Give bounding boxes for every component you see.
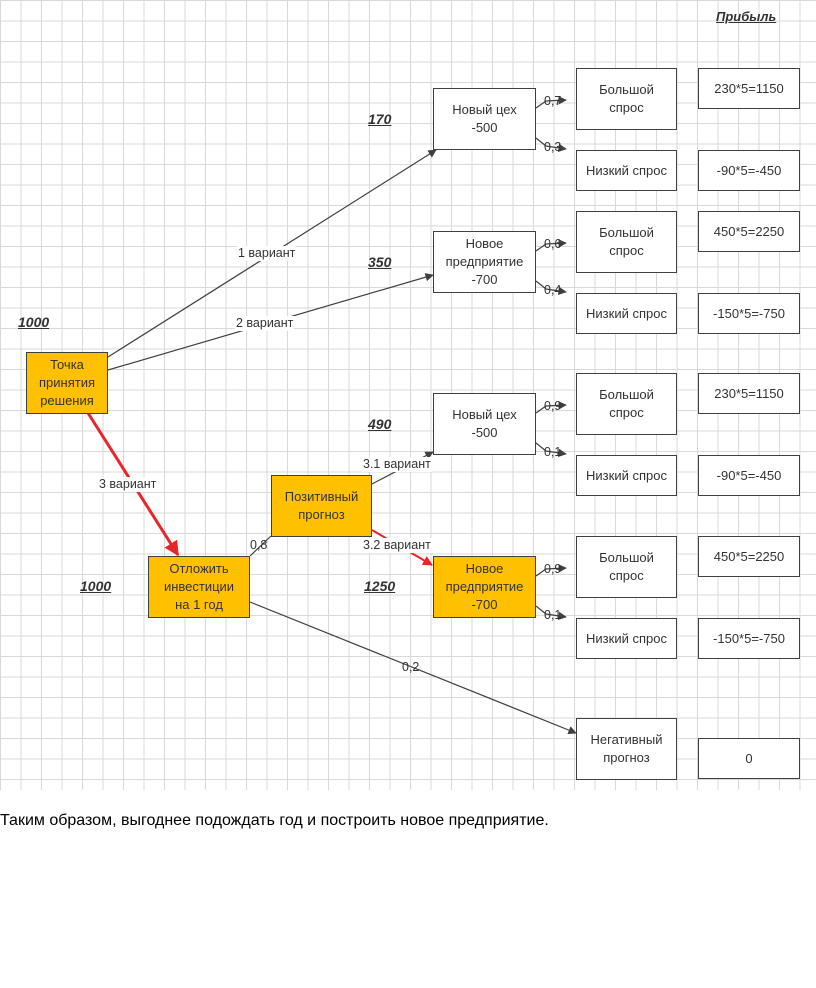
- prob-5: 0,9: [544, 399, 562, 413]
- profit-6: -90*5=-450: [698, 455, 800, 496]
- label-variant-1: 1 вариант: [237, 246, 297, 261]
- outcome-demand-1: Большой спрос: [576, 68, 677, 130]
- profit-negative: 0: [698, 738, 800, 779]
- outcome-demand-5: Большой спрос: [576, 373, 677, 435]
- positive-forecast-node: Позитивный прогноз: [271, 475, 372, 537]
- edge-p3: [535, 239, 567, 252]
- ev-new-shop-a: 170: [368, 111, 392, 127]
- new-shop-node-a: Новый цех -500: [433, 88, 536, 150]
- prob-7: 0,9: [544, 562, 562, 576]
- label-variant-2: 2 вариант: [235, 316, 295, 331]
- prob-2: 0,3: [544, 140, 562, 154]
- edge-p1: [535, 96, 567, 109]
- ev-new-shop-b: 490: [368, 416, 392, 432]
- prob-8: 0,1: [544, 608, 562, 622]
- prob-1: 0,7: [544, 94, 562, 108]
- ev-root: 1000: [18, 314, 50, 330]
- outcome-demand-6: Низкий спрос: [576, 455, 677, 496]
- profit-3: 450*5=2250: [698, 211, 800, 252]
- label-variant-3: 3 вариант: [98, 477, 158, 492]
- edge-p4: [535, 280, 567, 296]
- new-plant-node-a: Новое предприятие -700: [433, 231, 536, 293]
- ev-new-plant-a: 350: [368, 254, 392, 270]
- negative-forecast-node: Негативный прогноз: [576, 718, 677, 780]
- label-variant-3-2: 3.2 вариант: [362, 538, 432, 553]
- prob-positive: 0,8: [250, 538, 268, 552]
- profit-1: 230*5=1150: [698, 68, 800, 109]
- edge-p8: [535, 605, 567, 621]
- profit-4: -150*5=-750: [698, 293, 800, 334]
- edge-p6: [535, 442, 567, 458]
- postpone-node: Отложить инвестиции на 1 год: [148, 556, 250, 618]
- ev-postpone: 1000: [80, 578, 112, 594]
- new-plant-node-b: Новое предприятие -700: [433, 556, 536, 618]
- profit-2: -90*5=-450: [698, 150, 800, 191]
- new-shop-node-b: Новый цех -500: [433, 393, 536, 455]
- outcome-demand-2: Низкий спрос: [576, 150, 677, 191]
- edge-negative: [249, 601, 577, 735]
- decision-node: Точка принятия решения: [26, 352, 108, 414]
- conclusion-text: Таким образом, выгоднее подождать год и …: [0, 812, 549, 829]
- profit-header: Прибыль: [716, 9, 777, 24]
- prob-3: 0,6: [544, 237, 562, 251]
- prob-6: 0,1: [544, 445, 562, 459]
- profit-8: -150*5=-750: [698, 618, 800, 659]
- decision-tree-diagram: Прибыль 1000 170 350 1000 490 1250 Точка…: [0, 0, 816, 790]
- edge-p7: [535, 564, 567, 577]
- edge-positive: [249, 535, 272, 557]
- prob-4: 0,4: [544, 283, 562, 297]
- label-variant-3-1: 3.1 вариант: [362, 457, 432, 472]
- prob-negative: 0,2: [402, 660, 420, 674]
- outcome-demand-8: Низкий спрос: [576, 618, 677, 659]
- edge-p2: [535, 137, 567, 153]
- edge-p5: [535, 401, 567, 414]
- outcome-demand-4: Низкий спрос: [576, 293, 677, 334]
- profit-5: 230*5=1150: [698, 373, 800, 414]
- ev-new-plant-b: 1250: [364, 578, 396, 594]
- outcome-demand-7: Большой спрос: [576, 536, 677, 598]
- outcome-demand-3: Большой спрос: [576, 211, 677, 273]
- profit-7: 450*5=2250: [698, 536, 800, 577]
